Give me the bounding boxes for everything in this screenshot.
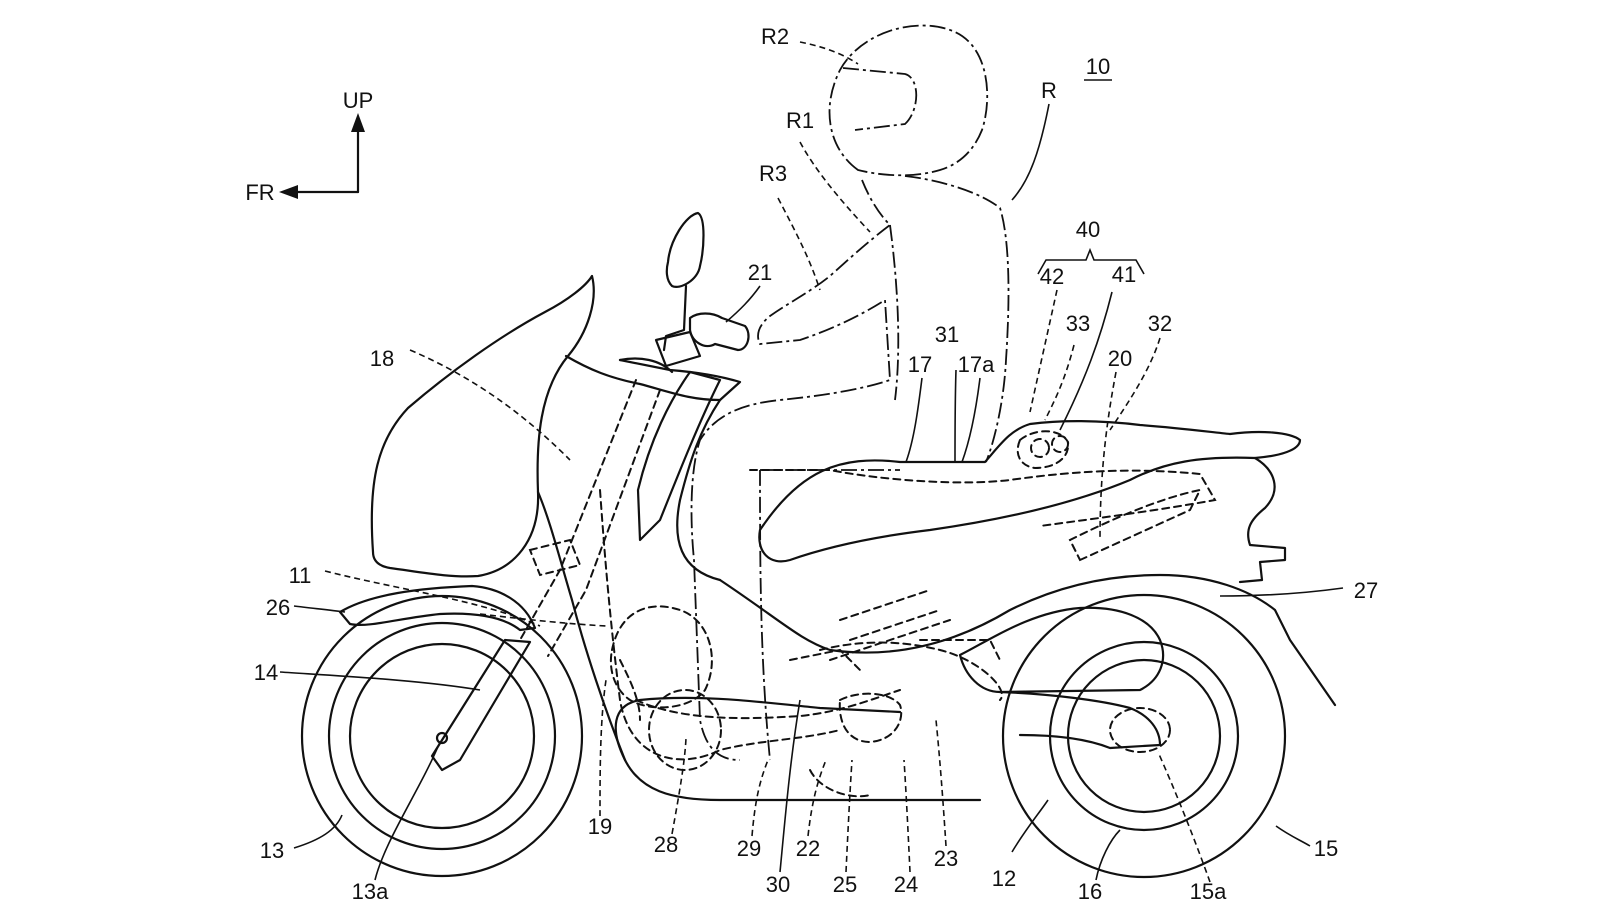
internal-components — [519, 379, 1217, 798]
label-13: 13 — [260, 838, 284, 863]
label-13a: 13a — [352, 879, 389, 899]
leader-lines — [279, 41, 1344, 883]
label-22: 22 — [796, 836, 820, 861]
label-R: R — [1041, 78, 1057, 103]
label-28: 28 — [654, 832, 678, 857]
label-17: 17 — [908, 352, 932, 377]
label-11: 11 — [289, 563, 312, 588]
label-18: 18 — [370, 346, 394, 371]
label-24: 24 — [894, 872, 918, 897]
label-17a: 17a — [958, 352, 995, 377]
label-R1: R1 — [786, 108, 814, 133]
label-41: 41 — [1112, 262, 1136, 287]
label-16: 16 — [1078, 879, 1102, 899]
label-20: 20 — [1108, 346, 1132, 371]
label-direction-up: UP — [343, 88, 374, 113]
reference-labels: 10 UP FR R R1 R2 R3 40 42 41 33 32 21 31… — [245, 24, 1378, 904]
label-21: 21 — [748, 260, 772, 285]
label-27: 27 — [1354, 578, 1378, 603]
label-40: 40 — [1076, 217, 1100, 242]
label-R2: R2 — [761, 24, 789, 49]
rear-wheel — [1001, 593, 1287, 879]
label-42: 42 — [1040, 264, 1064, 289]
label-33: 33 — [1066, 311, 1090, 336]
label-15a: 15a — [1190, 879, 1227, 899]
label-31: 31 — [935, 322, 959, 347]
rider-outline — [690, 24, 1010, 761]
label-23: 23 — [934, 846, 958, 871]
label-14: 14 — [254, 660, 278, 685]
label-29: 29 — [737, 836, 761, 861]
direction-indicator — [279, 113, 365, 199]
label-R3: R3 — [759, 161, 787, 186]
label-30: 30 — [766, 872, 790, 897]
label-direction-front: FR — [245, 180, 274, 205]
scooter-body — [338, 211, 1337, 802]
label-25: 25 — [833, 872, 857, 897]
label-19: 19 — [588, 814, 612, 839]
label-figure-number: 10 — [1086, 54, 1110, 79]
label-12: 12 — [992, 866, 1016, 891]
label-15: 15 — [1314, 836, 1338, 861]
label-26: 26 — [266, 595, 290, 620]
front-wheel — [300, 594, 584, 878]
label-32: 32 — [1148, 311, 1172, 336]
